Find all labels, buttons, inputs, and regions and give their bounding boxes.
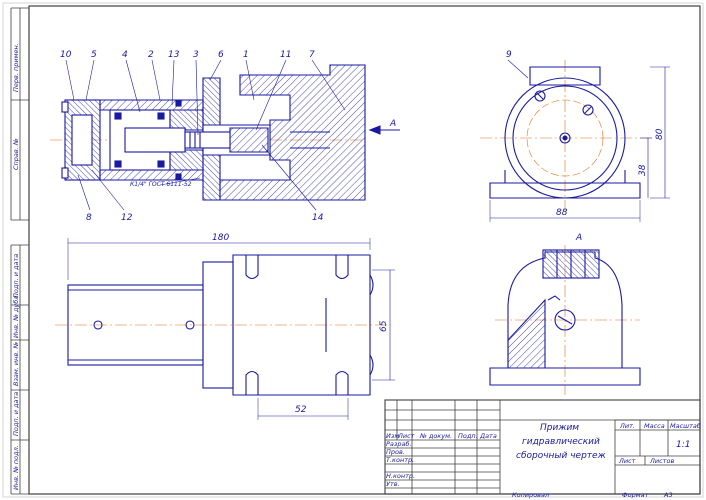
title-block: [384, 399, 701, 495]
stamp-sprav-no: Справ. №: [12, 138, 20, 170]
view-a-label: A: [575, 233, 582, 243]
dim-52: 52: [295, 405, 307, 415]
section-view: [50, 64, 400, 201]
callout-2: 2: [148, 50, 154, 60]
tb-row-utv: Утв.: [386, 480, 400, 488]
dim-65: 65: [379, 320, 389, 332]
callout-6: 6: [218, 50, 224, 60]
callout-3: 3: [193, 50, 199, 60]
tb-lit: Лит.: [619, 422, 635, 430]
callout-8: 8: [86, 213, 92, 223]
title-block-text: Изм Лист № докум. Подп. Дата Разраб. Про…: [386, 422, 701, 499]
end-view: [480, 59, 670, 222]
stamp-podp-data-2: Подп. и дата: [12, 392, 20, 436]
tb-masshtab: Масштаб: [670, 422, 701, 430]
arrow-a-label: A: [389, 119, 396, 129]
tb-title-line3: сборочный чертеж: [516, 451, 607, 461]
tb-title-line1: Прижим: [540, 423, 579, 433]
view-a: [489, 245, 641, 395]
tb-col-date: Дата: [479, 432, 497, 440]
stamp-inv-podl: Инв. № подл.: [12, 445, 20, 490]
callout-10: 10: [60, 50, 72, 60]
dim-180: 180: [212, 233, 229, 243]
tb-format-value: А3: [663, 491, 673, 499]
tb-col-podp: Подп.: [458, 432, 478, 440]
callout-4: 4: [122, 50, 128, 60]
tb-col-doc: № докум.: [419, 432, 452, 440]
tb-kopiroval: Копировал: [512, 491, 549, 499]
tb-list-label: Лист: [618, 457, 636, 465]
top-view: [55, 238, 395, 420]
stamp-podp-data-1: Подп. и дата: [12, 254, 20, 298]
thread-note: К1/4" ГОСТ 6111-52: [130, 181, 192, 188]
tb-listov-label: Листов: [649, 457, 674, 465]
stamp-perv-primen: Перв. примен.: [12, 43, 20, 92]
stamp-vzam-inv: Взам. инв. №: [12, 342, 20, 386]
tb-row-tkontr: Т.контр.: [386, 456, 414, 464]
callout-1: 1: [243, 50, 249, 60]
tb-row-prov: Пров.: [386, 448, 405, 456]
callout-12: 12: [121, 213, 133, 223]
callout-numbers: 10 5 4 2 13 3 6 1 11 7 8 12 14: [60, 50, 324, 223]
tb-col-izm: Изм: [386, 432, 399, 440]
dim-38: 38: [638, 164, 648, 176]
callout-14: 14: [312, 213, 324, 223]
tb-col-list: Лист: [397, 432, 415, 440]
dim-88: 88: [556, 208, 568, 218]
tb-massa: Масса: [644, 422, 665, 430]
callout-11: 11: [280, 50, 291, 60]
tb-format: Формат: [622, 491, 649, 499]
stamp-inv-dubl: Инв. № дубл.: [12, 294, 20, 338]
tb-row-nkontr: Н.контр.: [386, 472, 415, 480]
dim-80: 80: [655, 128, 665, 140]
tb-row-razrab: Разраб.: [386, 440, 412, 448]
callout-7: 7: [309, 50, 315, 60]
callout-5: 5: [91, 50, 97, 60]
tb-scale-value: 1:1: [676, 440, 690, 450]
callout-9: 9: [506, 50, 512, 60]
side-stamp-labels: Перв. примен. Справ. № Подп. и дата Инв.…: [12, 43, 20, 490]
callout-leaders: [65, 59, 346, 211]
tb-title-line2: гидравлический: [522, 437, 600, 447]
callout-13: 13: [168, 50, 180, 60]
